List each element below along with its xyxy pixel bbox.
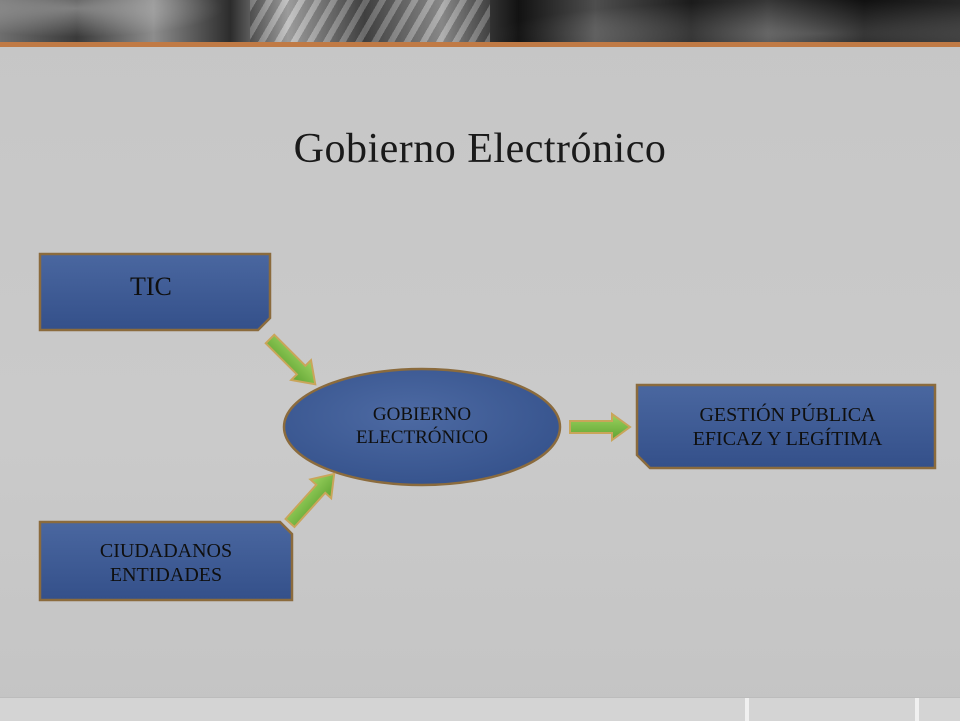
gestion-label-line2: EFICAZ Y LEGÍTIMA (692, 428, 883, 450)
footer-bar (0, 697, 960, 721)
gestion-label-wrap: GESTIÓN PÚBLICA EFICAZ Y LEGÍTIMA (640, 394, 935, 460)
header-photo-segment (0, 0, 250, 42)
tic-box (38, 252, 272, 332)
tic-label-wrap: TIC (130, 268, 250, 306)
gobierno-ellipse (282, 367, 562, 487)
header-photo-band (0, 0, 960, 42)
gestion-box (635, 383, 937, 470)
header-accent-line (0, 42, 960, 47)
gobierno-label-wrap: GOBIERNO ELECTRÓNICO (300, 398, 544, 456)
arrow-gobierno-to-gestion (569, 412, 632, 442)
footer-divider (745, 698, 749, 721)
tic-label: TIC (130, 272, 172, 302)
header-photo-segment (250, 0, 490, 42)
ciudadanos-box (38, 520, 294, 602)
gestion-label-line1: GESTIÓN PÚBLICA (699, 404, 876, 426)
slide-title: Gobierno Electrónico (293, 126, 667, 172)
header-photo-segment (490, 0, 960, 42)
ciudadanos-label-line2: ENTIDADES (109, 564, 223, 586)
arrow-ciudadanos-to-gobierno (284, 472, 336, 529)
gobierno-label-line2: ELECTRÓNICO (356, 427, 488, 448)
footer-divider (915, 698, 919, 721)
gobierno-label-line1: GOBIERNO (372, 404, 472, 426)
arrow-tic-to-gobierno (264, 333, 317, 386)
ciudadanos-label-wrap: CIUDADANOS ENTIDADES (40, 530, 292, 596)
ciudadanos-label-line1: CIUDADANOS (99, 540, 233, 562)
